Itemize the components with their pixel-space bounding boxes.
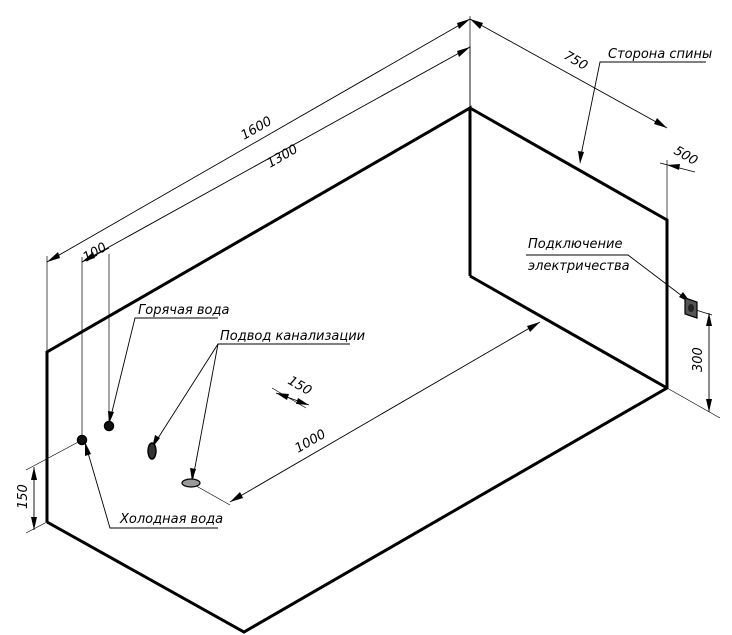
dim-socket-height: 300 xyxy=(691,347,706,372)
cold-water-pipe-icon xyxy=(76,434,88,446)
floor-front-edge xyxy=(46,106,669,634)
dim-pipe-height: 150 xyxy=(16,484,31,509)
wall-drain-outlet-icon xyxy=(147,442,157,460)
dim-overall-length: 1600 xyxy=(239,114,275,144)
dimension-texts: 1600 1300 750 500 100 150 1000 150 300 xyxy=(16,48,706,509)
room-outline xyxy=(45,105,669,634)
label-hot-water: Горячая вода xyxy=(138,303,229,318)
front-wall-outline xyxy=(45,105,472,522)
label-electric-line1: Подключение xyxy=(528,237,622,252)
leader-lines xyxy=(85,61,706,529)
dim-drain-offset: 150 xyxy=(285,373,314,398)
floor-back-edge xyxy=(469,274,668,390)
dimension-lines xyxy=(31,18,712,530)
dim-pipe-spacing: 100 xyxy=(81,240,110,265)
electric-socket-icon xyxy=(684,297,698,319)
extension-lines xyxy=(25,16,721,534)
hot-water-pipe-icon xyxy=(103,420,115,432)
label-drain-supply: Подвод канализации xyxy=(220,329,365,344)
label-cold-water: Холодная вода xyxy=(119,512,223,527)
dim-inner-length: 1300 xyxy=(265,142,301,172)
dim-drain-length: 1000 xyxy=(293,427,329,457)
label-back-side: Сторона спины xyxy=(608,47,712,62)
label-electric-line2: электричества xyxy=(528,259,630,274)
annotations: Сторона спины Подключение электричества … xyxy=(119,47,712,527)
fixtures xyxy=(76,297,698,488)
floor-drain-outlet-icon xyxy=(181,478,201,488)
dim-width: 750 xyxy=(561,48,590,73)
